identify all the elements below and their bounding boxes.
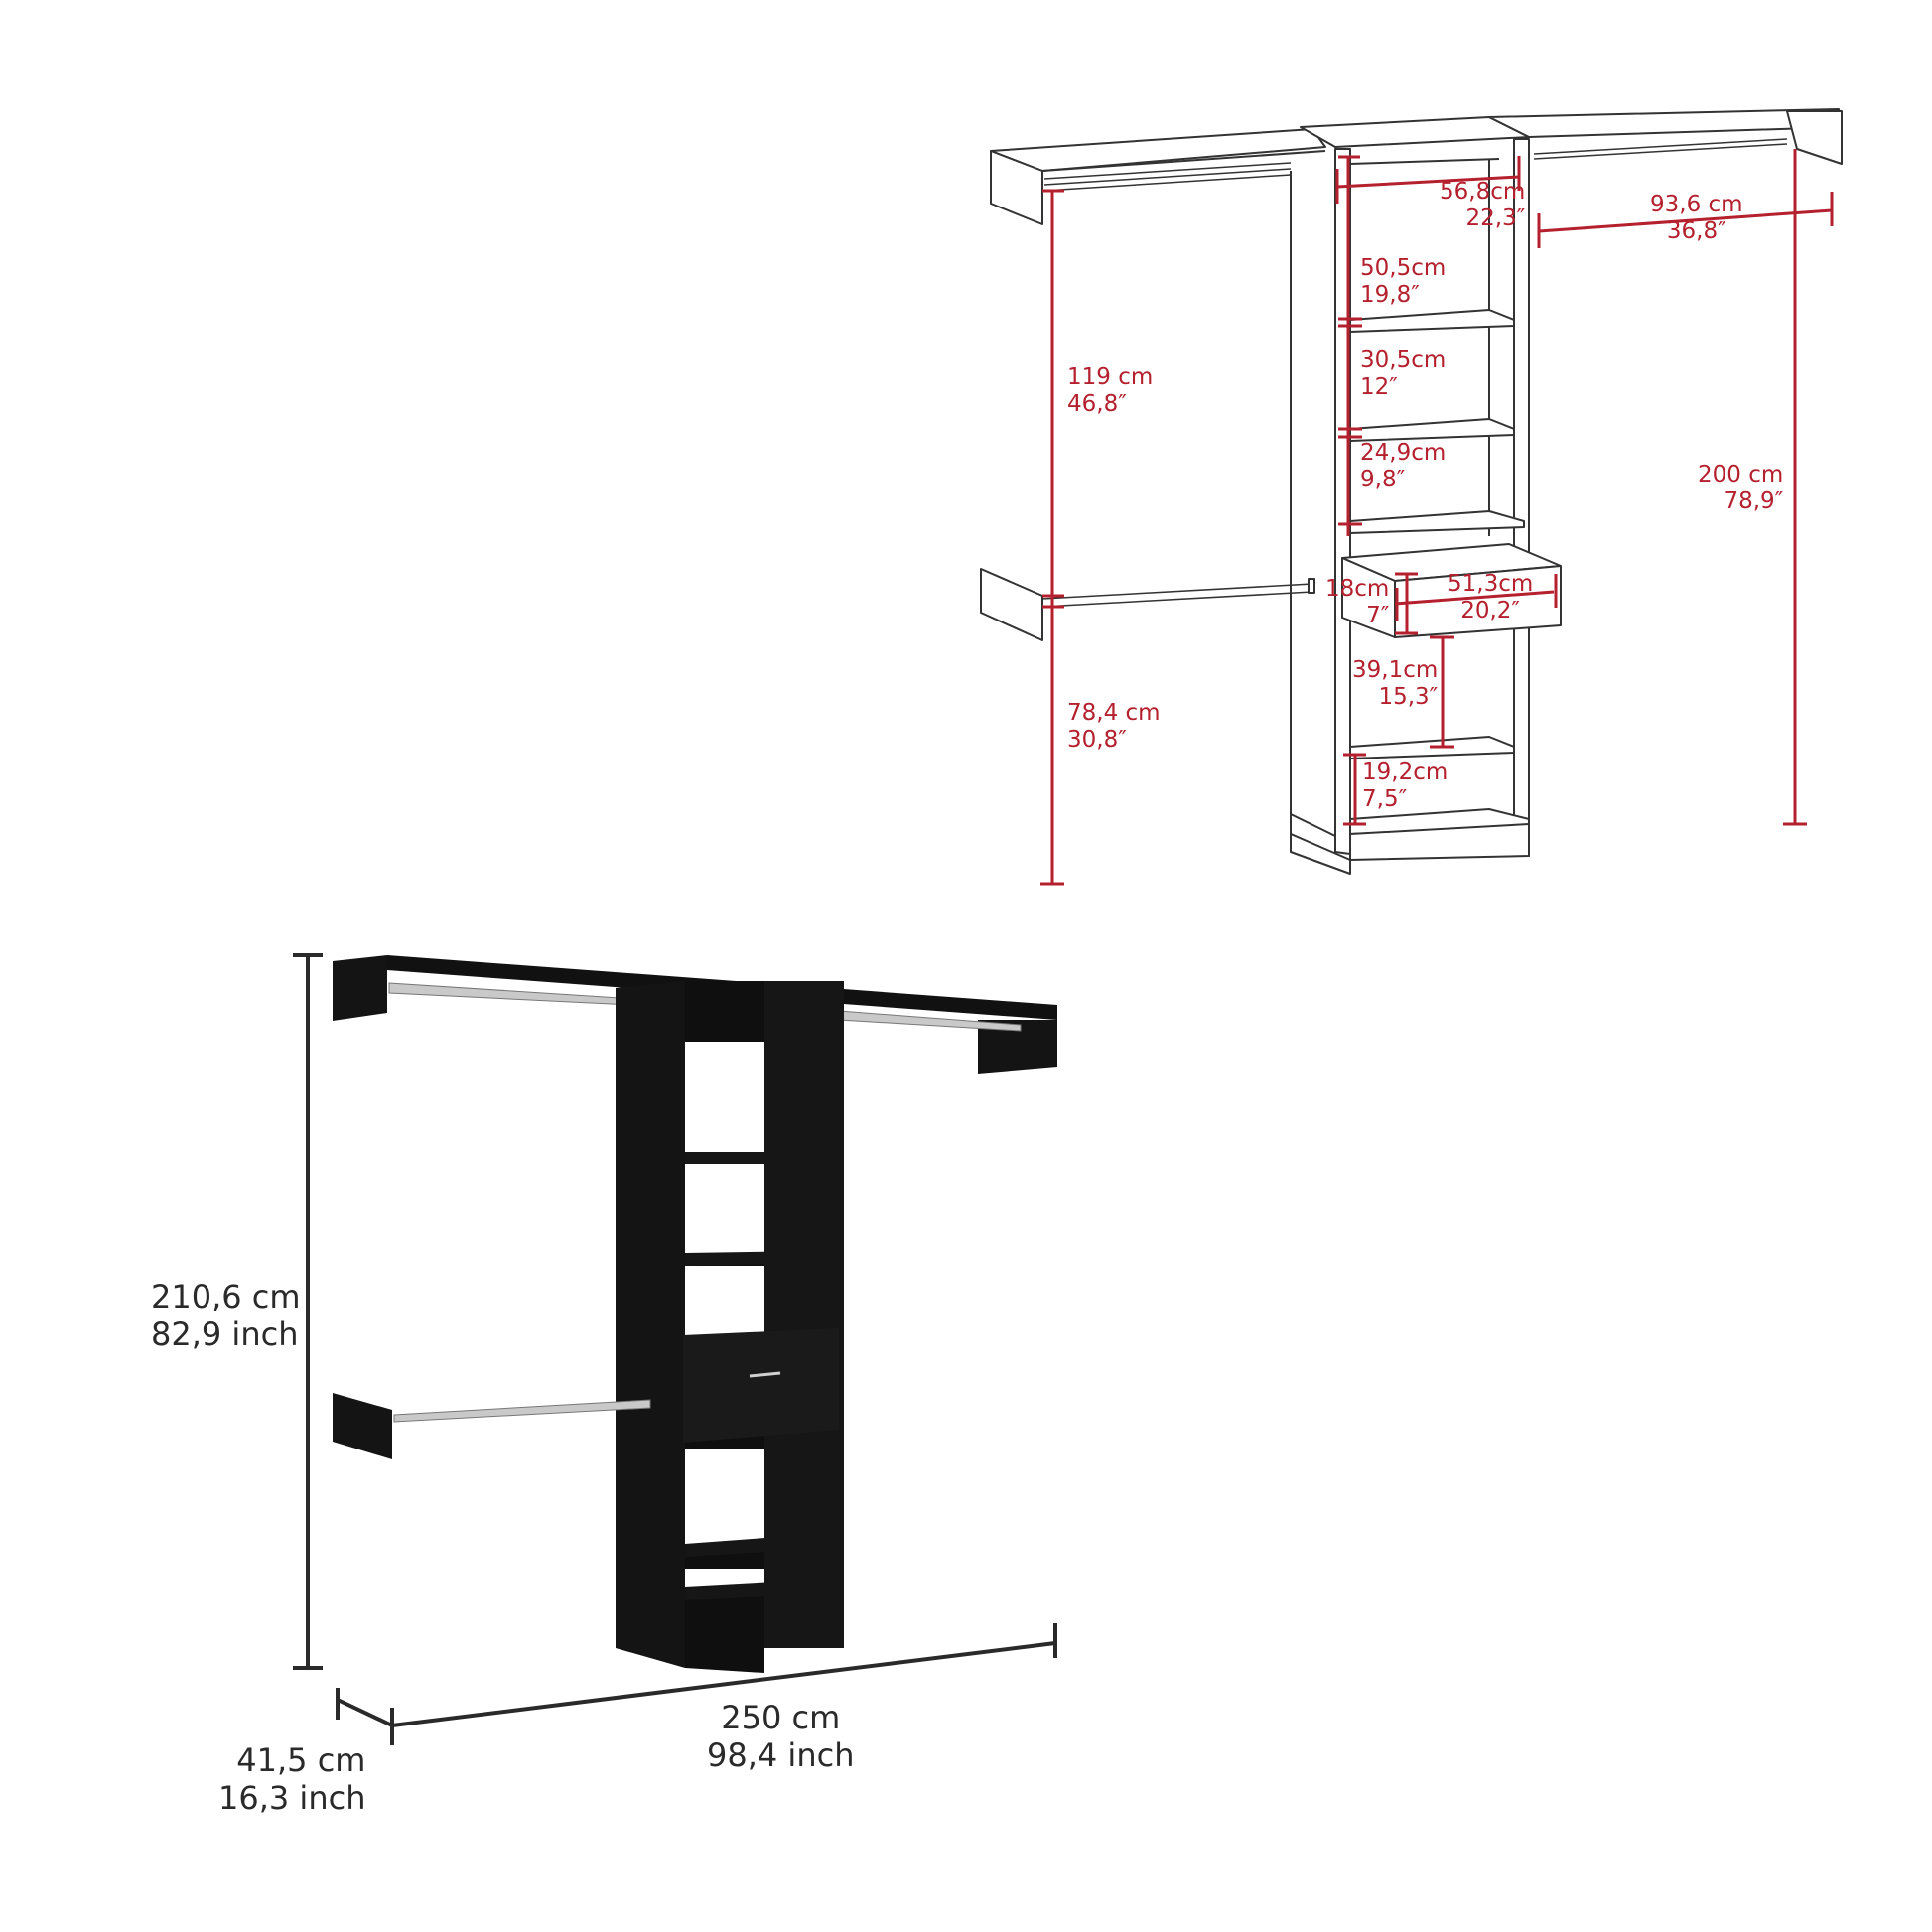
bottom-compartment-label: 19,2cm 7,5″ xyxy=(1362,759,1449,813)
third-compartment-label: 24,9cm 9,8″ xyxy=(1360,440,1447,493)
drawer-height-label: 18cm 7″ xyxy=(1325,576,1390,629)
drawer-handle xyxy=(749,1371,781,1378)
left-lower-bracket xyxy=(333,1393,392,1459)
drawer-width-label: 51,3cm 20,2″ xyxy=(1448,571,1534,624)
overall-width-label: 250 cm 98,4 inch xyxy=(707,1699,855,1774)
left-top-endcap xyxy=(333,955,387,1021)
overall-height-label: 210,6 cm 82,9 inch xyxy=(151,1278,301,1353)
right-top-shelf-endcap xyxy=(1786,110,1843,165)
left-lower-bracket xyxy=(980,568,1043,641)
right-rod-height-label: 200 cm 78,9″ xyxy=(1698,462,1784,515)
black-dimension-lines xyxy=(293,953,1057,1745)
tower-width-label: 56,8cm 22,3″ xyxy=(1440,179,1526,232)
center-top-surface xyxy=(1300,116,1530,148)
right-top-endcap xyxy=(978,1020,1057,1074)
upper-rod-height-label: 119 cm 46,8″ xyxy=(1067,364,1154,418)
top-compartment-label: 50,5cm 19,8″ xyxy=(1360,255,1447,309)
below-drawer-label: 39,1cm 15,3″ xyxy=(1352,657,1439,711)
drawer-front xyxy=(683,1328,839,1443)
red-dimension-lines xyxy=(1040,149,1834,886)
left-top-shelf-endcap xyxy=(990,150,1043,225)
second-compartment-label: 30,5cm 12″ xyxy=(1360,347,1447,401)
right-section-width-label: 93,6 cm 36,8″ xyxy=(1650,192,1743,245)
lower-rod-height-label: 78,4 cm 30,8″ xyxy=(1067,700,1161,754)
black-closet-render xyxy=(333,955,1057,1673)
overall-depth-label: 41,5 cm 16,3 inch xyxy=(218,1741,366,1817)
